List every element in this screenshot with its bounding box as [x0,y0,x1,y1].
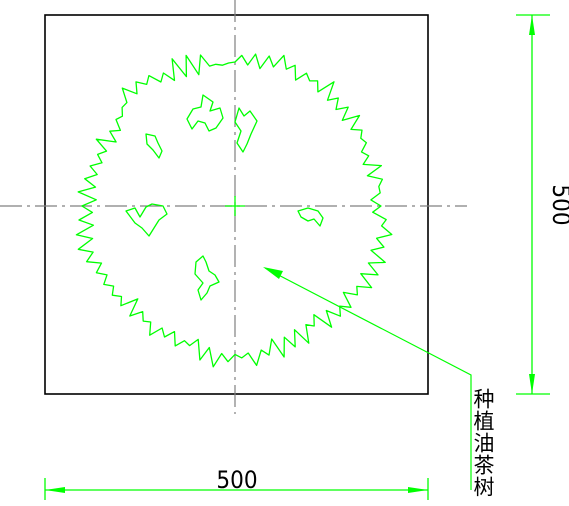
dim-v-arrow-bottom [529,374,535,394]
dim-v-arrow-top [529,15,535,35]
canopy-hole-top [186,94,224,132]
dimension-vertical-value: 500 [547,184,569,225]
tree-canopy-outline [75,53,393,368]
canopy-hole-left [125,203,168,237]
canopy-hole-right [297,207,324,227]
tree-canopy-symbol [75,53,393,368]
planting-pit-outline [44,14,429,395]
dim-h-arrow-right [408,487,428,493]
canopy-hole-bottom [194,255,220,301]
canopy-hole-top-right [234,107,258,153]
dimension-horizontal [44,478,429,500]
leader-arrowhead [263,267,283,279]
annotation-leader-line [264,267,472,490]
annotation-label: 种植油茶树 [471,388,495,498]
dimension-horizontal-value: 500 [216,466,257,494]
canopy-hole-left-small [145,133,163,159]
dimension-vertical [516,14,550,395]
dim-h-arrow-left [45,487,65,493]
